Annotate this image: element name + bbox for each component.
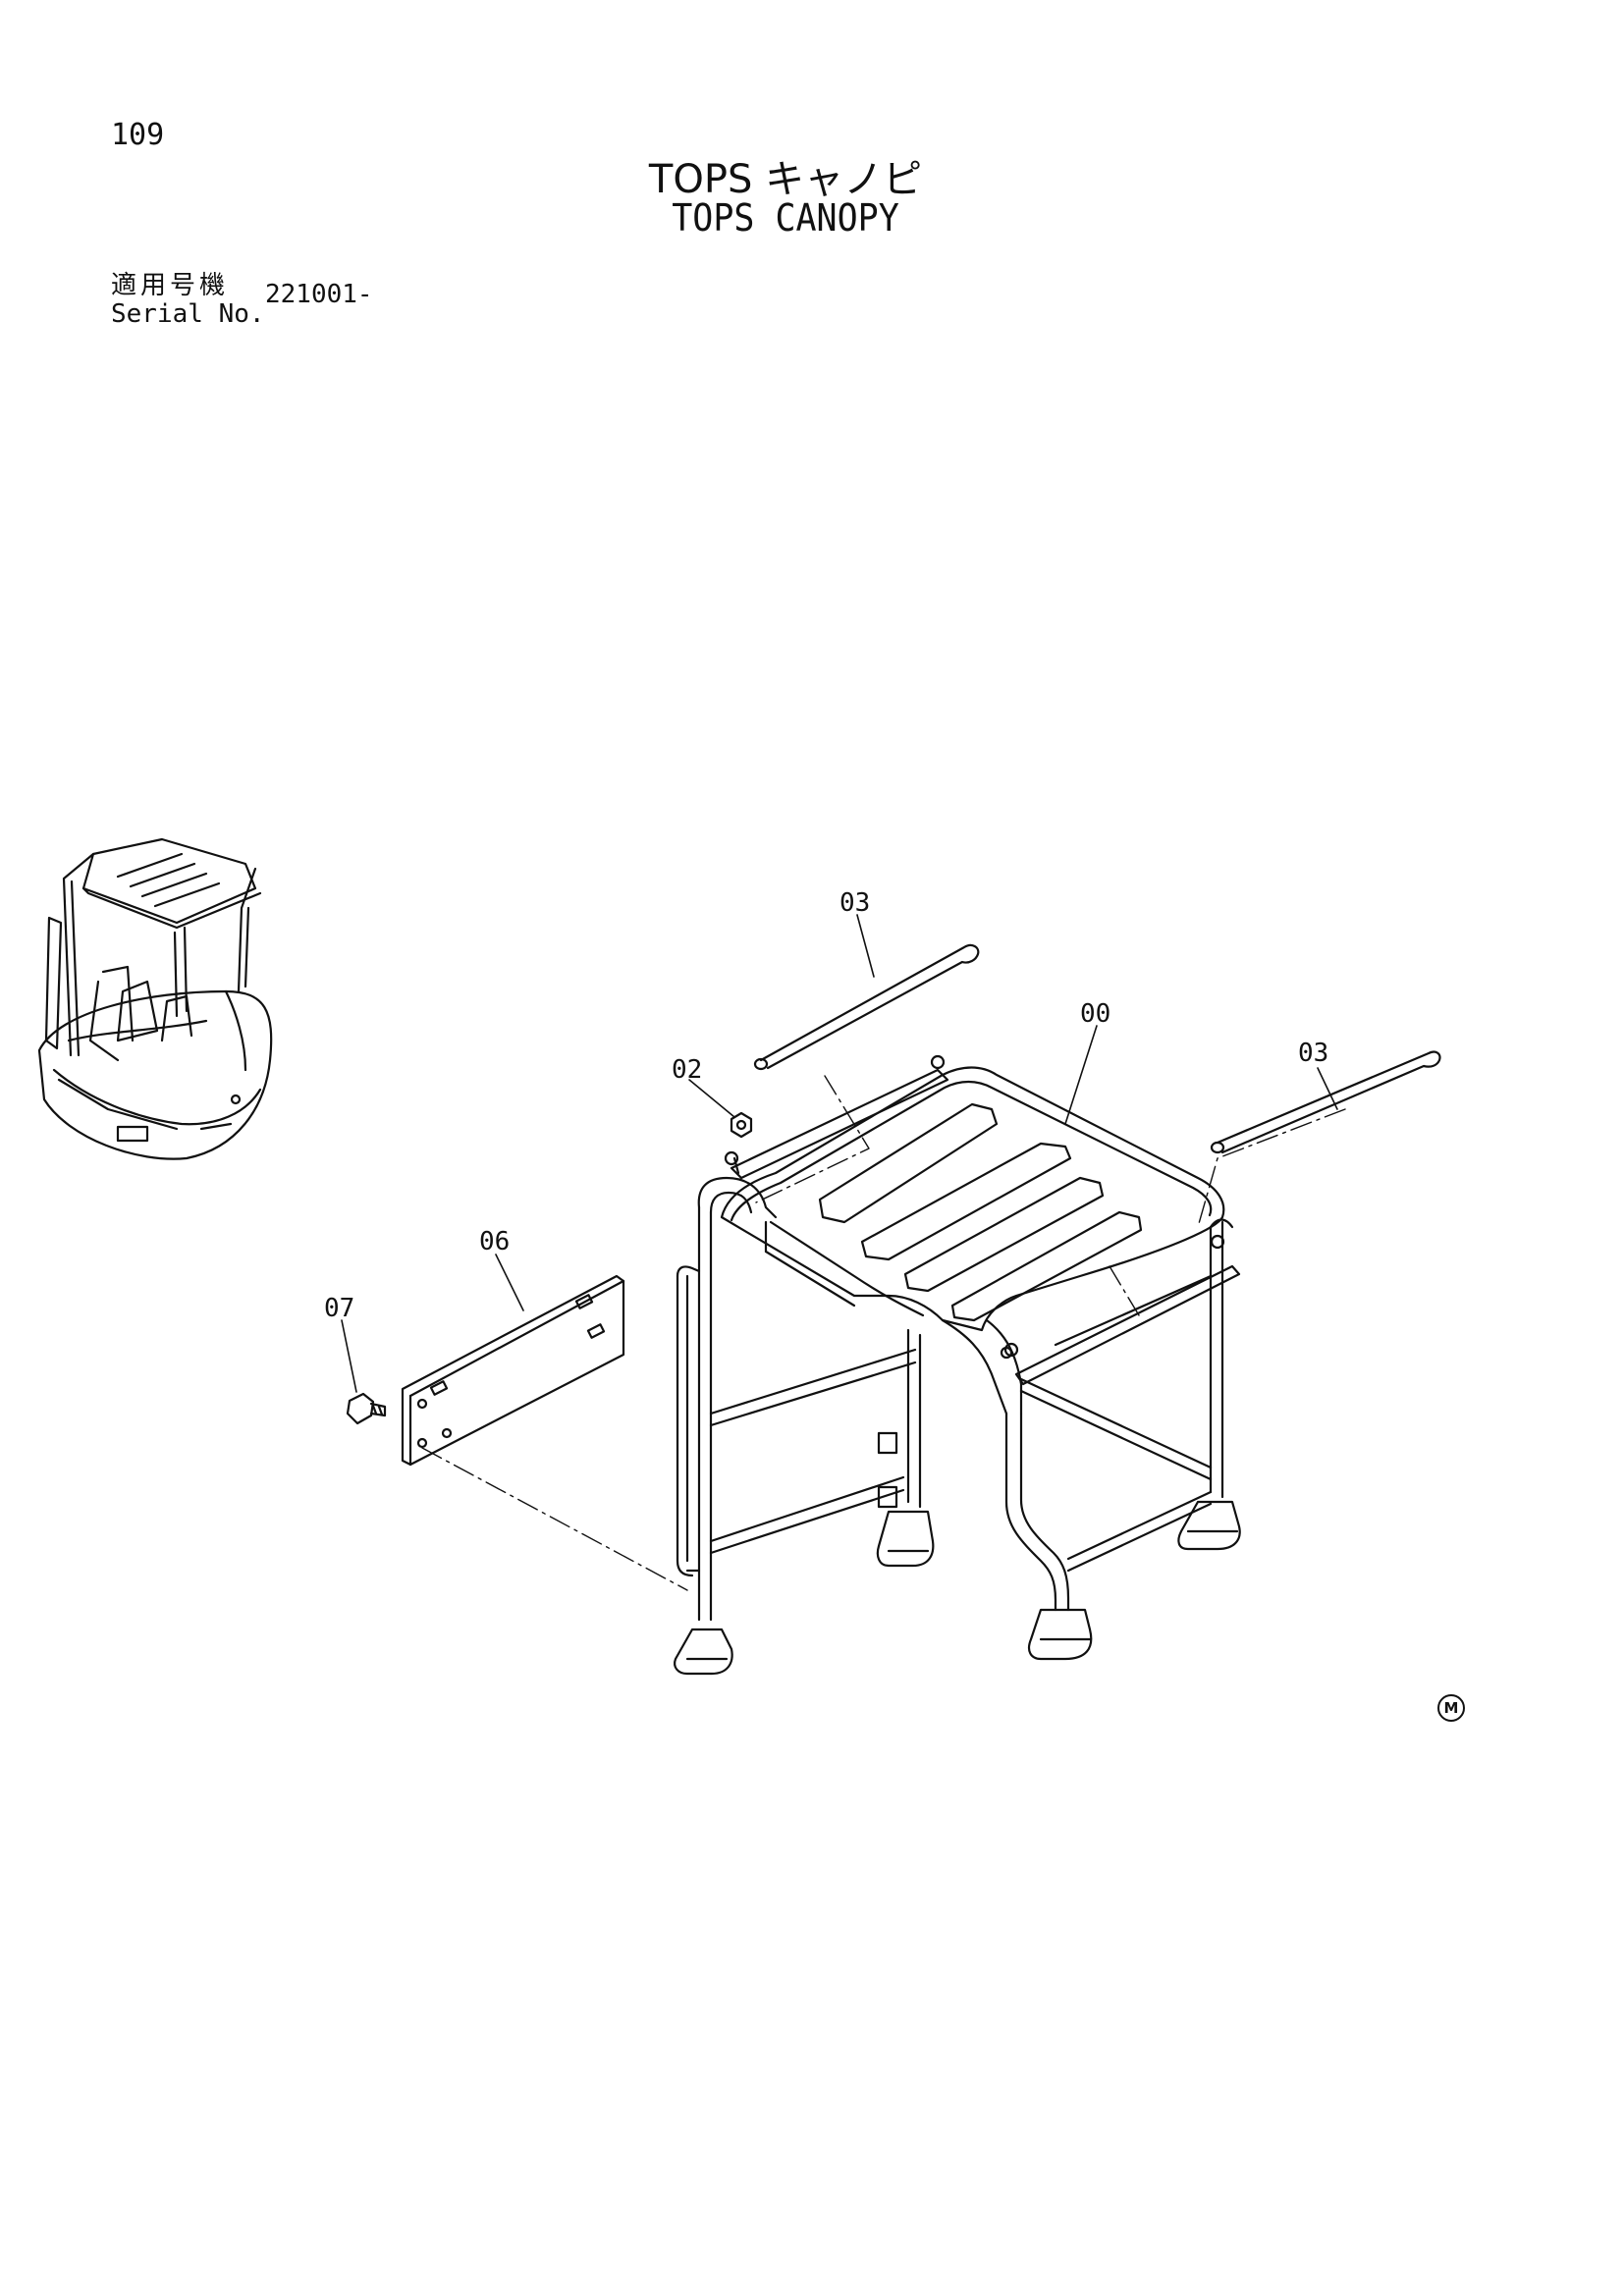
part-02-nut: [730, 1111, 753, 1139]
callout-03-rear-bar: 03: [1298, 1039, 1329, 1068]
excavator-reference-thumbnail: [37, 837, 273, 1160]
part-03-rear-bar: [1210, 1050, 1441, 1154]
callout-00-canopy: 00: [1080, 999, 1111, 1029]
canopy-assembly-drawing: [674, 1054, 1241, 1676]
page-title-english: TOPS CANOPY: [672, 196, 899, 240]
part-07-bolt: [346, 1392, 387, 1425]
callout-02-nut: 02: [672, 1055, 703, 1085]
page-title-japanese: TOPS キャノピ: [648, 157, 923, 202]
callout-07-bolt: 07: [324, 1294, 355, 1323]
callout-03-front-bar: 03: [839, 888, 871, 918]
part-06-plate: [401, 1274, 625, 1467]
part-03-front-bar: [753, 943, 980, 1071]
serial-label-english: Serial No.: [111, 299, 265, 329]
serial-number-value: 221001-: [265, 280, 373, 309]
manual-mark-circled-m: M: [1437, 1694, 1465, 1722]
installation-center-lines: [421, 1075, 1346, 1591]
leader-lines: [341, 914, 1338, 1393]
page-number: 109: [111, 118, 165, 152]
serial-label-japanese: 適用号機: [111, 271, 230, 300]
callout-06-plate: 06: [479, 1227, 511, 1256]
